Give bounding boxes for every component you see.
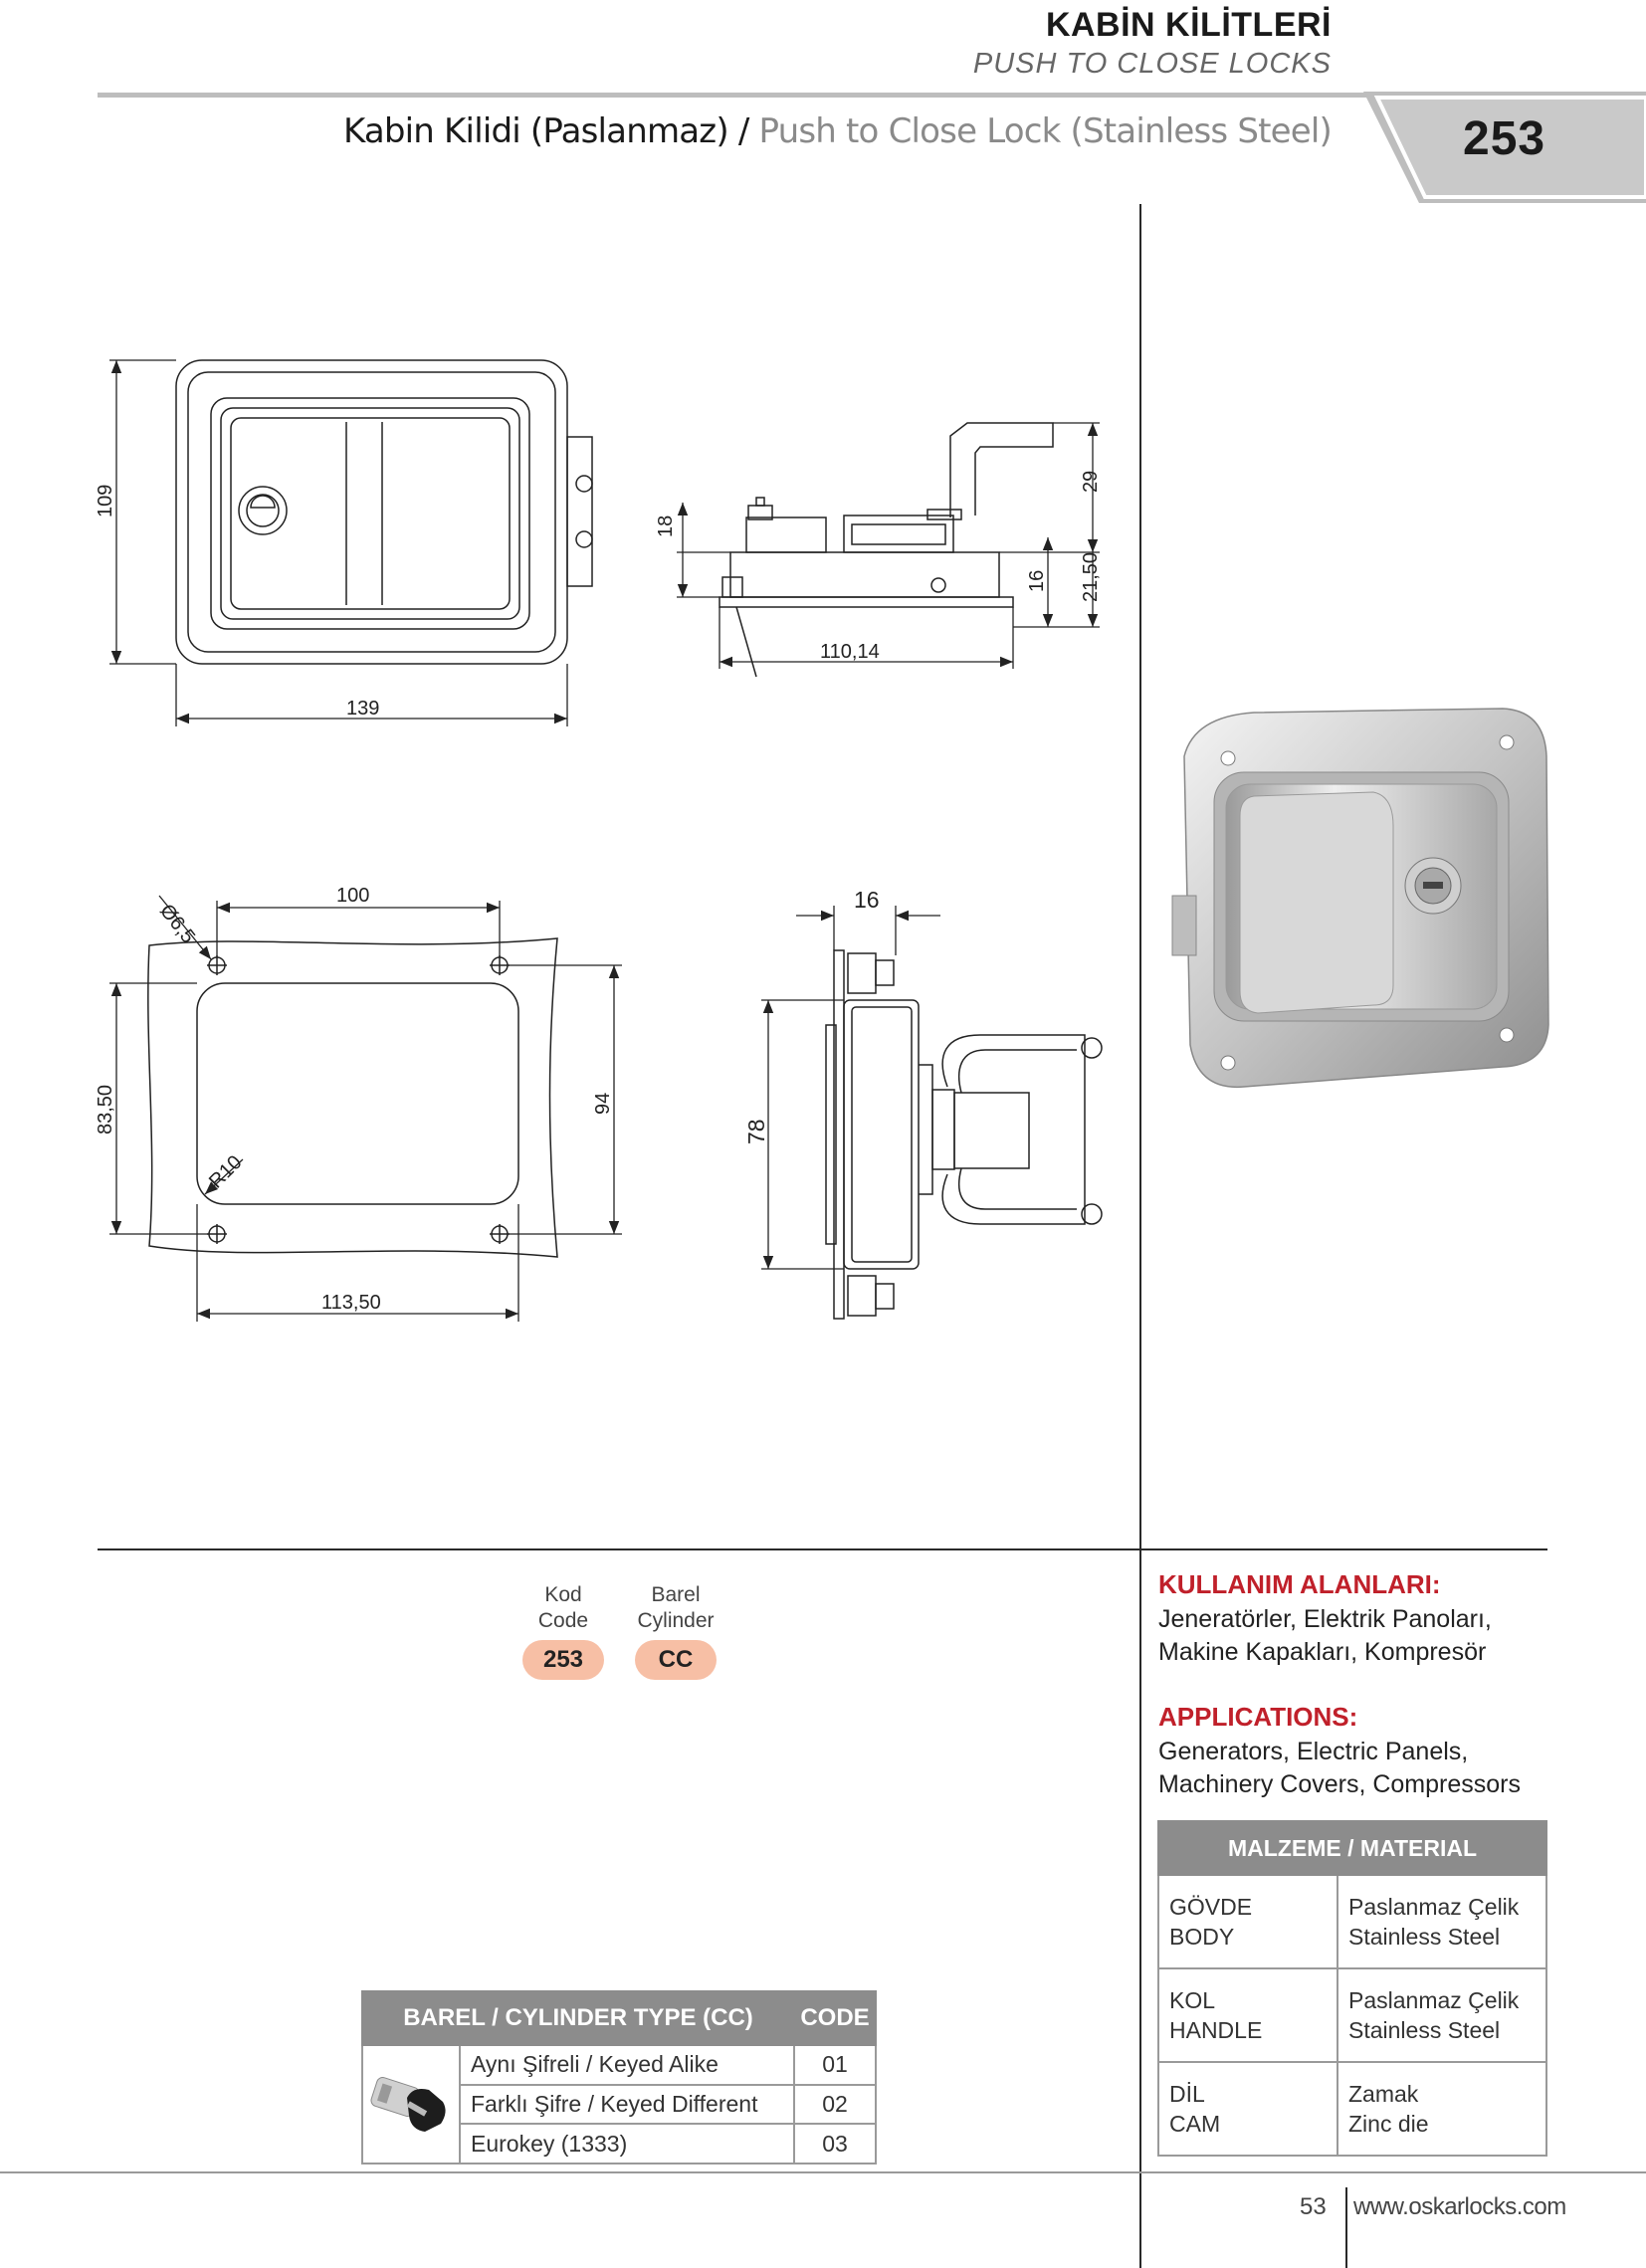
- cylinder-code: 02: [793, 2083, 877, 2126]
- dim-back-16: 16: [854, 887, 880, 913]
- applications-heading-tr: KULLANIM ALANLARI:: [1158, 1569, 1441, 1599]
- dim-front-width: 139: [346, 698, 379, 720]
- applications-heading-en: APPLICATIONS:: [1158, 1702, 1358, 1732]
- code-caption-en: Code: [537, 1609, 589, 1632]
- dim-cutout-radius: R10: [205, 1151, 247, 1193]
- product-code-tab: 253: [1463, 112, 1546, 165]
- cylinder-code-header: CODE: [793, 1990, 877, 2046]
- product-photo: [1171, 708, 1549, 1089]
- applications-line: Jeneratörler, Elektrik Panoları,: [1158, 1605, 1492, 1633]
- vertical-divider: [1139, 204, 1141, 2268]
- product-title-en: Push to Close Lock (Stainless Steel): [758, 111, 1333, 151]
- technical-drawings: 109 139 110,14 18 29 16 21,50 Ø6,5 100 8…: [95, 359, 1103, 1322]
- dim-side-width: 110,14: [820, 641, 880, 663]
- page-tab: [1363, 92, 1646, 203]
- dim-cutout-100: 100: [336, 885, 369, 907]
- dim-cutout-8350: 83,50: [95, 1085, 116, 1134]
- key-icon: [370, 2076, 446, 2132]
- applications-line: Machinery Covers, Compressors: [1158, 1770, 1521, 1798]
- cylinder-type-label: Aynı Şifreli / Keyed Alike: [459, 2044, 795, 2086]
- cylinder-type-header: BAREL / CYLINDER TYPE (CC): [361, 1990, 795, 2046]
- cylinder-caption-en: Cylinder: [637, 1609, 715, 1632]
- material-header: MALZEME / MATERIAL: [1157, 1820, 1547, 1876]
- cutout-drawing: [147, 937, 558, 1258]
- dim-side-29: 29: [1080, 471, 1102, 493]
- dim-side-18: 18: [655, 515, 677, 537]
- footer-separator: [1345, 2187, 1347, 2268]
- category-subtitle: PUSH TO CLOSE LOCKS: [972, 48, 1332, 80]
- cylinder-table: BAREL / CYLINDER TYPE (CC) CODE Aynı Şif…: [361, 1990, 877, 2165]
- table-row: Farklı Şifre / Keyed Different 02: [362, 2083, 877, 2126]
- dim-side-2150: 21,50: [1080, 552, 1102, 602]
- table-row: Eurokey (1333) 03: [362, 2123, 877, 2165]
- horizontal-divider: [98, 1548, 1547, 1550]
- footer-rule: [0, 2171, 1646, 2173]
- code-caption-tr: Kod: [544, 1583, 582, 1606]
- table-row: Aynı Şifreli / Keyed Alike 01: [361, 2044, 877, 2165]
- applications-line: Makine Kapakları, Kompresör: [1158, 1638, 1487, 1666]
- cylinder-badge: CC: [635, 1640, 717, 1680]
- cylinder-key-image: [361, 2044, 461, 2165]
- dim-side-16: 16: [1026, 570, 1048, 592]
- dim-front-height: 109: [95, 485, 116, 517]
- back-view-drawing: [825, 949, 1103, 1320]
- website-link[interactable]: www.oskarlocks.com: [1353, 2193, 1566, 2220]
- product-title: Kabin Kilidi (Paslanmaz) / Push to Close…: [342, 111, 1333, 151]
- product-title-tr: Kabin Kilidi (Paslanmaz) /: [342, 111, 749, 151]
- cylinder-type-label: Eurokey (1333): [459, 2123, 795, 2165]
- dim-back-78: 78: [743, 1119, 769, 1144]
- applications-line: Generators, Electric Panels,: [1158, 1738, 1469, 1765]
- applications-text-tr: Jeneratörler, Elektrik Panoları, Makine …: [1158, 1603, 1492, 1669]
- code-badge: 253: [522, 1640, 604, 1680]
- cylinder-caption: Barel Cylinder: [616, 1582, 735, 1634]
- code-caption: Kod Code: [504, 1582, 623, 1634]
- cylinder-caption-tr: Barel: [651, 1583, 701, 1606]
- cylinder-type-label: Farklı Şifre / Keyed Different: [459, 2083, 795, 2126]
- cylinder-code: 03: [793, 2123, 877, 2165]
- category-title: KABİN KİLİTLERİ: [1045, 6, 1332, 44]
- front-view-drawing: [175, 359, 593, 665]
- applications-text-en: Generators, Electric Panels, Machinery C…: [1158, 1736, 1521, 1801]
- dim-cutout-hole: Ø6,5: [155, 901, 199, 948]
- header-rule: [98, 93, 1377, 98]
- side-view-drawing: [719, 422, 1054, 678]
- dim-cutout-11350: 113,50: [321, 1292, 381, 1314]
- cylinder-code: 01: [793, 2044, 877, 2086]
- page-number: 53: [1300, 2193, 1327, 2220]
- dim-cutout-94: 94: [592, 1093, 614, 1115]
